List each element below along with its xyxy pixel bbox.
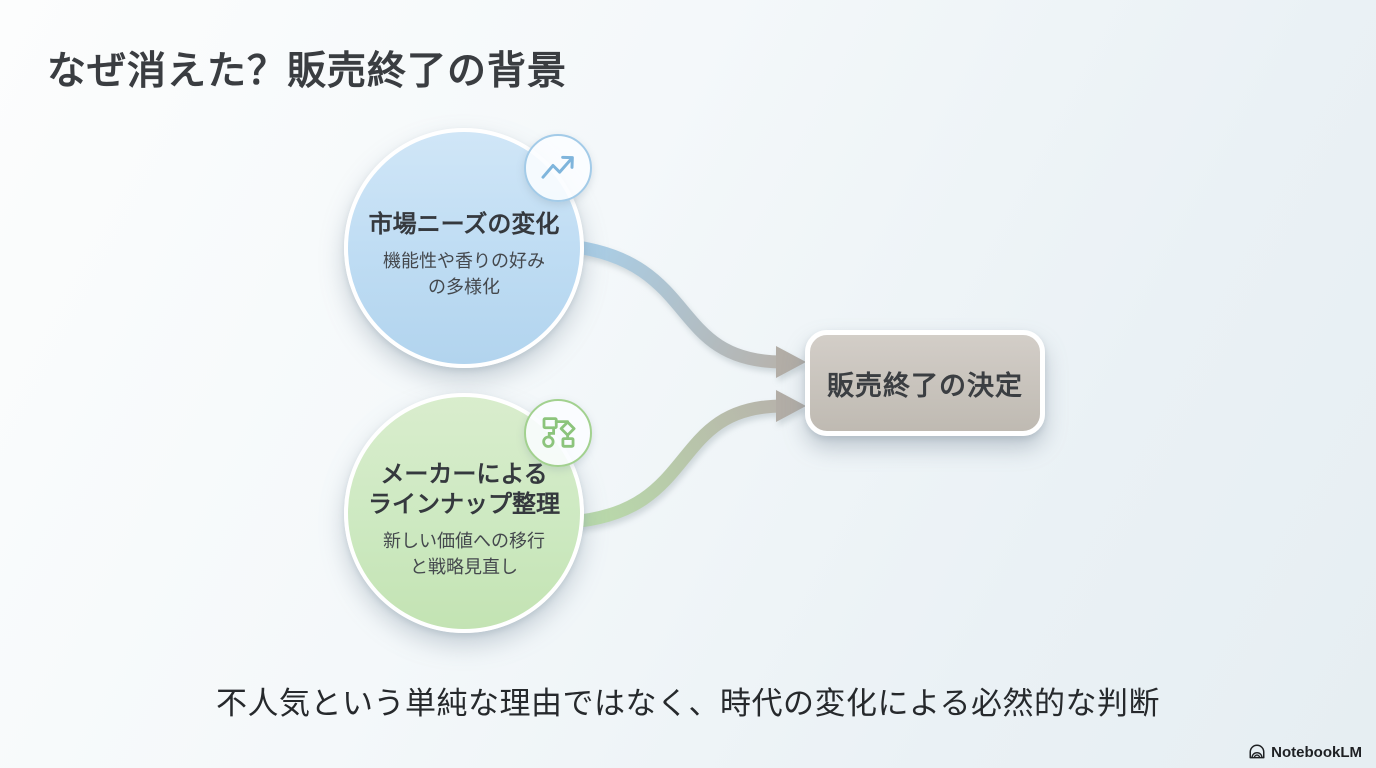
cause-node-market-needs: 市場ニーズの変化 機能性や香りの好み の多様化 <box>344 128 592 368</box>
arrow-lineup-to-result <box>563 399 787 529</box>
arrowhead-lineup <box>776 390 806 422</box>
result-label: 販売終了の決定 <box>827 370 1023 401</box>
result-node: 販売終了の決定 <box>805 330 1045 436</box>
notebooklm-icon <box>1249 744 1265 759</box>
flowchart-icon <box>524 399 592 467</box>
cause-subtitle: 新しい価値への移行 と戦略見直し <box>383 531 545 577</box>
slide-title: なぜ消えた？販売終了の背景 <box>47 50 568 93</box>
cause-title: 市場ニーズの変化 <box>368 211 560 239</box>
cause-title: メーカーによる ラインナップ整理 <box>368 461 560 519</box>
notebooklm-label: NotebookLM <box>1271 743 1362 761</box>
cause-node-lineup: メーカーによる ラインナップ整理 新しい価値への移行 と戦略見直し <box>344 393 592 633</box>
arrowhead-market <box>776 346 806 378</box>
arrow-market-to-result <box>563 239 787 369</box>
slide-caption: 不人気という単純な理由ではなく、時代の変化による必然的な判断 <box>215 686 1161 721</box>
trending-up-icon <box>524 134 592 202</box>
notebooklm-brand: NotebookLM <box>1248 743 1362 761</box>
cause-subtitle: 機能性や香りの好み の多様化 <box>383 251 545 297</box>
